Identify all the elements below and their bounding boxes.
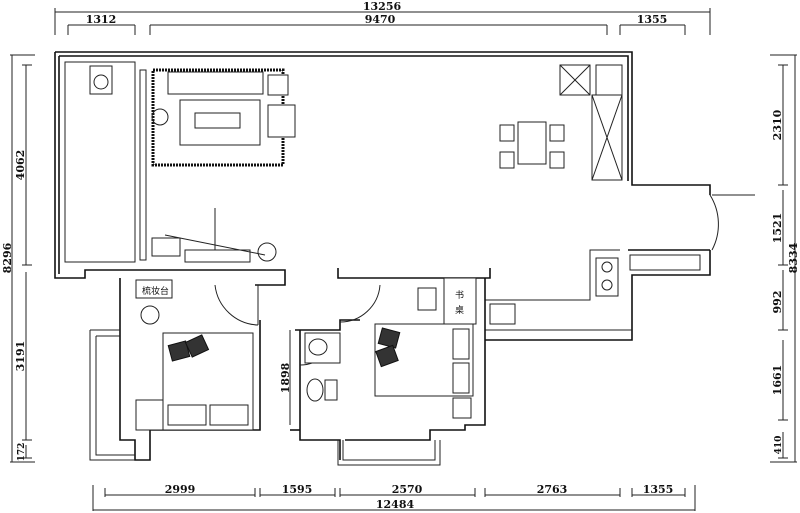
living-room — [89, 65, 619, 325]
kitchen-sink-icon — [489, 303, 516, 325]
tv-cabinet-icon — [184, 249, 251, 263]
dim-top-1: 1312 — [86, 13, 117, 26]
dim-bottom-3: 2570 — [392, 483, 423, 496]
bathroom: 1898 — [279, 330, 341, 425]
dim-top-overall: 13256 — [363, 0, 402, 13]
dim-right-2: 1521 — [771, 213, 784, 244]
dim-top-3: 1355 — [637, 13, 668, 26]
plant-icon — [151, 108, 169, 126]
dim-left-3: 172 — [17, 443, 27, 462]
dim-top-2: 9470 — [365, 13, 396, 26]
dim-bottom-5: 1355 — [643, 483, 674, 496]
walls — [54, 51, 711, 466]
entrance-door[interactable] — [709, 194, 719, 251]
plant-icon-2 — [257, 242, 277, 262]
dim-left-2: 3191 — [14, 341, 27, 372]
dim-bottom-2: 1595 — [282, 483, 313, 496]
dim-bottom-1: 2999 — [165, 483, 196, 496]
dim-right-5: 410 — [774, 436, 784, 455]
stool-icon — [140, 305, 160, 325]
bathroom-dim: 1898 — [279, 362, 292, 393]
desk-label-1: 书 — [455, 290, 464, 301]
dim-bottom-overall: 12484 — [376, 498, 415, 511]
basin-icon — [304, 332, 341, 364]
right-dimensions: 8334 2310 1521 992 1661 410 — [770, 54, 800, 463]
phone-icon — [452, 397, 472, 419]
bedroom-1: 梳妆台 — [135, 285, 254, 431]
dressing-table-label: 梳妆台 — [142, 285, 169, 297]
dining-table-icon — [517, 121, 547, 165]
sofa-icon — [167, 71, 264, 95]
washing-machine-icon — [89, 65, 113, 95]
dim-left-overall: 8296 — [1, 242, 14, 273]
desk-label-2: 桌 — [455, 304, 464, 316]
armchair-icon — [267, 104, 296, 138]
dim-right-3: 992 — [771, 291, 784, 314]
left-dimensions: 8296 4062 3191 172 — [1, 54, 35, 463]
bedroom-2: 书 桌 — [374, 277, 477, 419]
dim-right-1: 2310 — [771, 109, 784, 140]
bottom-dimensions: 2999 1595 2570 2763 1355 12484 — [92, 483, 696, 511]
dim-left-1: 4062 — [14, 150, 27, 181]
chair-icon — [417, 287, 437, 311]
toilet-icon — [306, 378, 324, 402]
dim-right-4: 1661 — [771, 365, 784, 396]
dim-right-overall: 8334 — [787, 242, 800, 273]
dim-bottom-4: 2763 — [537, 483, 568, 496]
stove-icon — [595, 257, 619, 297]
bedroom2-door[interactable] — [339, 284, 381, 323]
bedroom1-door[interactable] — [214, 284, 259, 326]
desk-icon — [443, 277, 477, 325]
top-dimensions: 13256 1312 9470 1355 — [54, 0, 711, 35]
